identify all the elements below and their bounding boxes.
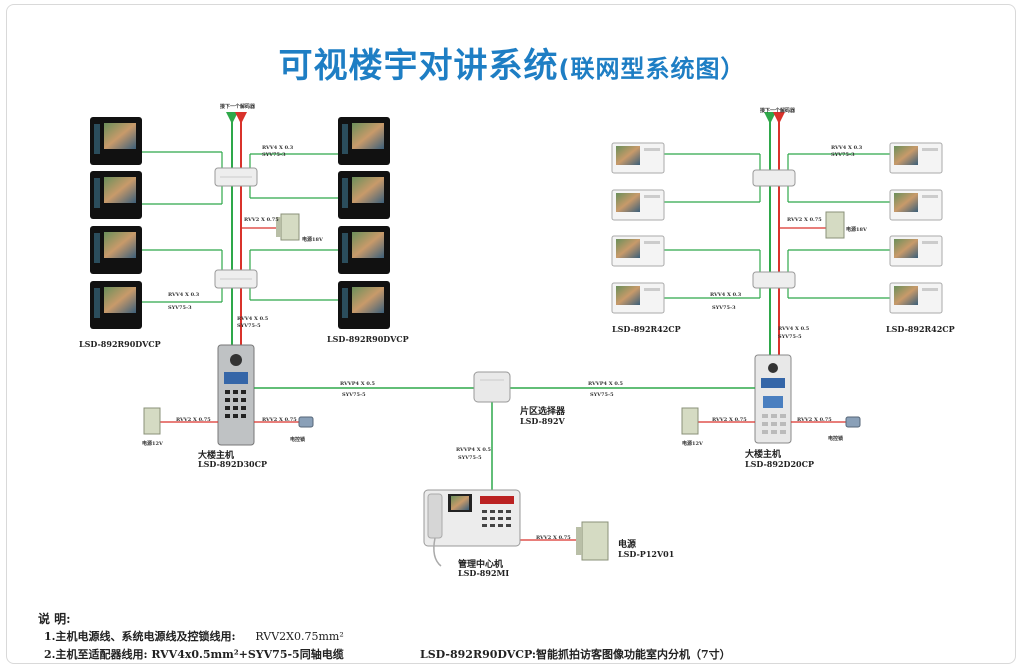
diagram-title: 可视楼宇对讲系统(联网型系统图）	[0, 38, 1024, 87]
zone-selector-box	[473, 371, 511, 403]
selector-model: LSD-892V	[520, 416, 565, 426]
center-cable-rvv2: RVV2 X 0.75	[536, 535, 571, 541]
backbone-lines	[254, 387, 755, 541]
left-cable-syv-low: SYV75-3	[168, 305, 192, 311]
right-riser-lines	[664, 112, 890, 355]
right-lock	[845, 416, 861, 428]
black-monitor	[338, 281, 390, 329]
black-monitor	[338, 171, 390, 219]
left-lock	[298, 416, 314, 428]
right-cable-rvv4-top: RVV4 X 0.3	[831, 145, 863, 151]
right-psu12-box	[681, 407, 699, 435]
right-decoder-lower	[752, 271, 796, 289]
left-cable-syv5: SYV75-5	[237, 323, 261, 329]
center-name: 管理中心机	[458, 560, 504, 570]
left-riser-lines	[142, 112, 338, 348]
notes-line1-text: 1.主机电源线、系统电源线及控锁线用:	[44, 630, 236, 643]
left-door-station	[217, 344, 255, 446]
right-cable-syv-top: SYV75-3	[831, 152, 855, 158]
right-psu18-label: 电源18V	[846, 227, 867, 233]
white-monitor	[889, 282, 943, 314]
white-monitor	[611, 189, 665, 221]
notes-line1-value: RVV2X0.75mm²	[255, 630, 344, 643]
center-psu-box	[576, 521, 609, 561]
left-decoder-lower	[214, 269, 258, 289]
left-lock-label: 电控锁	[290, 437, 306, 443]
right-psu12-label: 电源12V	[682, 441, 703, 447]
left-cable-rvv4-05: RVV4 X 0.5	[237, 316, 269, 322]
right-cable-syv5: SYV75-5	[778, 334, 802, 340]
notes-line1: 1.主机电源线、系统电源线及控锁线用: RVV2X0.75mm²	[38, 628, 344, 646]
white-monitor	[611, 235, 665, 267]
right-cable-rvv4-05: RVV4 X 0.5	[778, 326, 810, 332]
left-cable-rvv4-low: RVV4 X 0.3	[168, 292, 200, 298]
notes-line2: 2.主机至适配器线用: RVV4x0.5mm²+SYV75-5同轴电缆 LSD-…	[38, 646, 731, 664]
backbone-left-syv5: SYV75-5	[342, 392, 366, 398]
model-indoor-right-a: LSD-892R42CP	[612, 324, 681, 334]
black-monitor	[90, 117, 142, 165]
right-cable-rvv2-lock: RVV2 X 0.75	[797, 417, 832, 423]
right-cable-rvv2-psu: RVV2 X 0.75	[712, 417, 747, 423]
backbone-right-syv5: SYV75-5	[590, 392, 614, 398]
right-decoder-upper	[752, 169, 796, 187]
right-door-station	[754, 354, 792, 444]
left-psu-box	[276, 213, 300, 241]
notes-line2-right: LSD-892R90DVCP:智能抓拍访客图像功能室内分机（7寸）	[420, 648, 731, 661]
left-psu12-label: 电源12V	[142, 441, 163, 447]
left-cable-rvv2-psu: RVV2 X 0.75	[176, 417, 211, 423]
left-cable-rvv2: RVV2 X 0.75	[244, 217, 279, 223]
left-monitor-col-b	[338, 117, 390, 329]
center-model: LSD-892MI	[458, 568, 510, 578]
notes-heading: 说 明:	[38, 612, 71, 626]
right-monitor-col-a	[611, 142, 665, 314]
black-monitor	[338, 117, 390, 165]
model-indoor-left-b: LSD-892R90DVCP	[327, 334, 409, 344]
left-uplink-label: 接下一个解码器	[220, 104, 256, 110]
black-monitor	[90, 226, 142, 274]
black-monitor	[90, 281, 142, 329]
right-main-name: 大楼主机	[745, 450, 782, 460]
white-monitor	[611, 282, 665, 314]
center-psu-name: 电源	[618, 540, 637, 550]
left-monitor-col-a	[90, 117, 142, 329]
backbone-right-rvvp4: RVVP4 X 0.5	[588, 381, 624, 387]
title-main: 可视楼宇对讲系统	[278, 46, 559, 86]
right-lock-label: 电控锁	[828, 436, 844, 442]
left-psu18-label: 电源18V	[302, 237, 323, 243]
notes-section: 说 明: 1.主机电源线、系统电源线及控锁线用: RVV2X0.75mm² 2.…	[38, 610, 731, 664]
notes-line2-text: 2.主机至适配器线用: RVV4x0.5mm²+SYV75-5同轴电缆	[44, 648, 344, 661]
center-cable-syv5: SYV75-5	[458, 455, 482, 461]
backbone-left-rvvp4: RVVP4 X 0.5	[340, 381, 376, 387]
center-cable-rvvp4: RVVP4 X 0.5	[456, 447, 492, 453]
title-sub: (联网型系统图）	[558, 55, 746, 83]
left-cable-syv-top: SYV75-3	[262, 152, 286, 158]
left-cable-rvv4-top: RVV4 X 0.3	[262, 145, 294, 151]
left-cable-rvv2-lock: RVV2 X 0.75	[262, 417, 297, 423]
white-monitor	[611, 142, 665, 174]
left-main-model: LSD-892D30CP	[198, 459, 267, 469]
black-monitor	[338, 226, 390, 274]
center-psu-model: LSD-P12V01	[618, 549, 675, 559]
left-psu12-box	[143, 407, 161, 435]
white-monitor	[889, 189, 943, 221]
management-center-unit	[423, 489, 521, 567]
white-monitor	[889, 235, 943, 267]
black-monitor	[90, 171, 142, 219]
right-uplink-label: 接下一个解码器	[760, 108, 796, 114]
right-cable-syv-low: SYV75-3	[712, 305, 736, 311]
right-monitor-col-b	[889, 142, 943, 314]
left-main-name: 大楼主机	[198, 451, 235, 461]
left-decoder-upper	[214, 167, 258, 187]
model-indoor-right-b: LSD-892R42CP	[886, 324, 955, 334]
right-cable-rvv4-low: RVV4 X 0.3	[710, 292, 742, 298]
right-main-model: LSD-892D20CP	[745, 459, 814, 469]
selector-name: 片区选择器	[520, 407, 566, 417]
right-psu-box	[825, 211, 845, 239]
model-indoor-left-a: LSD-892R90DVCP	[79, 339, 161, 349]
right-cable-rvv2: RVV2 X 0.75	[787, 217, 822, 223]
white-monitor	[889, 142, 943, 174]
